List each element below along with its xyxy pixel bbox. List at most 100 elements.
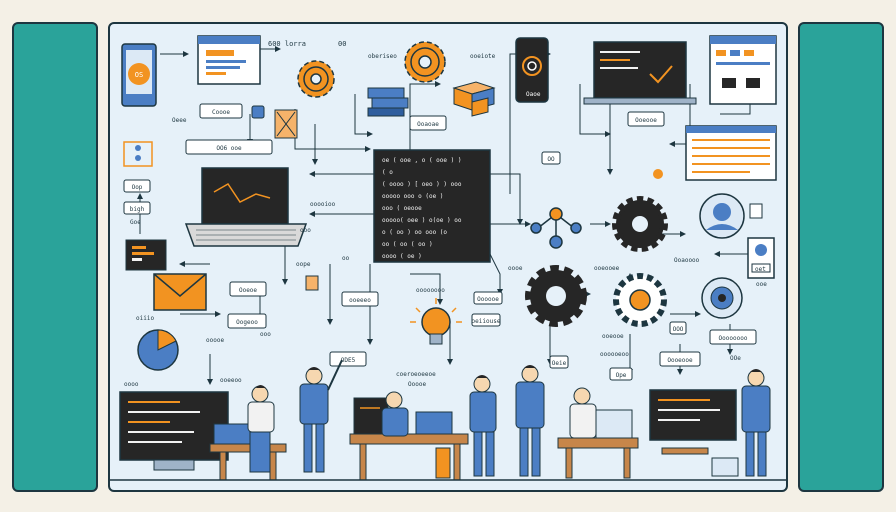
workstation-right xyxy=(649,389,739,477)
ooeooo-right-far-box xyxy=(709,329,757,345)
coooe-label: Coooe xyxy=(212,109,230,116)
oop-label: Oop xyxy=(132,184,143,191)
bracket-icon xyxy=(123,141,153,167)
ooe-mid-label: OO6 ooe xyxy=(216,145,242,152)
ooeeeeeeo-label: ooeeoo xyxy=(220,377,242,384)
ooppecoo-label: oooooeoo xyxy=(600,351,629,358)
oe-small-box xyxy=(541,151,561,165)
oiio-label: oiiio xyxy=(136,315,154,322)
workstation-left xyxy=(119,391,287,481)
ooooii-label: oooooooo xyxy=(416,287,445,294)
ooeeeo-box xyxy=(341,291,379,307)
coooe-box xyxy=(199,103,243,119)
device-icon-right xyxy=(747,237,775,279)
ooo-left-tiny-label: ooo xyxy=(260,331,271,338)
data-table-window xyxy=(685,125,777,181)
oooo-right-label: Ooaoooo xyxy=(674,257,700,264)
code-line-3: ooooo ooo o (oe ) xyxy=(382,193,443,200)
oeee-small-label: Oeee xyxy=(172,117,187,124)
oes-label: ODE5 xyxy=(341,357,356,364)
code-line-7: oo ( oo ( oo ) xyxy=(382,241,433,248)
oepe-label: oope xyxy=(296,261,311,268)
tablet-os-device: OS xyxy=(121,43,157,107)
central-code-editor: oe ( ooe , o ( ooe ) ) ( o ( oooo ) [ oe… xyxy=(373,149,491,263)
oe-right-small-label: OOe xyxy=(730,355,741,362)
os-label: OS xyxy=(135,71,143,79)
tablet-label: Oaoe xyxy=(526,91,541,98)
small-square-icon xyxy=(251,105,265,119)
pie-chart-icon xyxy=(137,329,179,371)
orange-tag-icon xyxy=(305,275,319,291)
person-5 xyxy=(515,365,545,477)
ooo-right-mid-label: ooeooe xyxy=(602,333,624,340)
oc-small-label: oo xyxy=(342,255,350,262)
oeie-label: Oeie xyxy=(552,360,567,367)
oogeoo-box xyxy=(227,313,267,329)
ooeeeo-label: ooeeeo xyxy=(349,297,371,304)
ooe-right-mid-label: ooe xyxy=(756,281,767,288)
ooaoae-label: Ooaoae xyxy=(417,121,439,128)
ooeoo-right-low-label: Oooeooe xyxy=(667,357,693,364)
oeiiouse-box xyxy=(471,313,501,327)
goe-label: Goe xyxy=(130,219,141,226)
onoe-label: ooo xyxy=(300,227,311,234)
top-center-label: oberiseo xyxy=(368,53,397,60)
coeroeoeeoe-label: coeroeoeeoe xyxy=(396,371,436,378)
ooeoeee-box xyxy=(473,291,503,305)
right-teal-sidebar xyxy=(798,22,884,492)
dashboard-window-right xyxy=(709,35,777,105)
ooooo-center-label: ooooioo xyxy=(310,201,336,208)
top-right-label: ooeiote xyxy=(470,53,496,60)
package-boxes-icon xyxy=(452,81,496,117)
code-line-4: ooo ( oeooe xyxy=(382,205,422,212)
person-4 xyxy=(469,375,497,477)
person-1 xyxy=(247,385,275,473)
lightbulb-idea-icon xyxy=(410,298,462,345)
oooe-left-low-label: ooooe xyxy=(206,337,224,344)
ooe-mid-box xyxy=(185,139,273,155)
envelope-icon xyxy=(153,273,207,311)
tablet-device-icon xyxy=(515,37,549,103)
ope-box xyxy=(609,367,633,381)
code-line-1: ( o xyxy=(382,169,393,176)
oeie-box xyxy=(549,355,569,369)
network-node-icon xyxy=(530,207,582,249)
browser-trail-label: 00 xyxy=(338,40,346,48)
ooecc-label: Ooeoe xyxy=(239,287,257,294)
oet-label: oet xyxy=(755,266,766,273)
ooeoeee-label: Oooooe xyxy=(477,296,499,303)
ope-label: Ope xyxy=(616,372,627,379)
code-line-5: ooooo( oee ) o(oe ) oo xyxy=(382,217,462,224)
bigh-box xyxy=(123,201,151,215)
code-line-2: ( oooo ) [ oeo ) ) ooo xyxy=(382,181,462,188)
target-lens-icon xyxy=(701,277,743,319)
code-line-0: oe ( ooe , o ( ooe ) ) xyxy=(382,157,461,164)
ooecc-right-box xyxy=(627,111,665,127)
main-illustration-panel: OS 600 lorra 00 oberiseo ooeiote xyxy=(108,22,788,492)
black-gear-center-icon xyxy=(525,265,587,327)
small-doc-icon xyxy=(749,203,763,219)
black-gear-right-icon xyxy=(612,196,668,252)
code-line-8: oooo ( oe ) xyxy=(382,253,422,260)
bigh-label: bigh xyxy=(130,206,145,213)
server-stack-icon xyxy=(367,87,409,117)
orange-gear-top-icon xyxy=(404,41,446,83)
workstation-right-center xyxy=(557,409,639,479)
person-2 xyxy=(299,359,343,473)
ooecc-right-label: Ooeooe xyxy=(635,117,657,124)
system-diagram: OS 600 lorra 00 oberiseo ooeiote xyxy=(110,35,786,481)
oooo-label: oooo xyxy=(124,381,139,388)
support-agent-icon xyxy=(699,193,745,239)
ooeooo-right-far-label: Oooooooo xyxy=(719,335,748,342)
orange-gear-outline-icon xyxy=(613,273,667,327)
code-line-6: o ( oo ) oo ooo (o xyxy=(382,229,447,236)
browser-label: 600 lorra xyxy=(268,40,306,48)
ooo-right-low-box xyxy=(669,321,687,335)
oogeoo-label: Oogeoo xyxy=(236,319,258,326)
ooeoo-right-low-box xyxy=(659,351,701,367)
ooaoae-box xyxy=(409,115,447,131)
person-6 xyxy=(569,387,597,439)
ooeesee-label: ooeooee xyxy=(594,265,620,272)
workstation-center xyxy=(349,397,469,481)
orange-gear-small-icon xyxy=(297,60,335,98)
